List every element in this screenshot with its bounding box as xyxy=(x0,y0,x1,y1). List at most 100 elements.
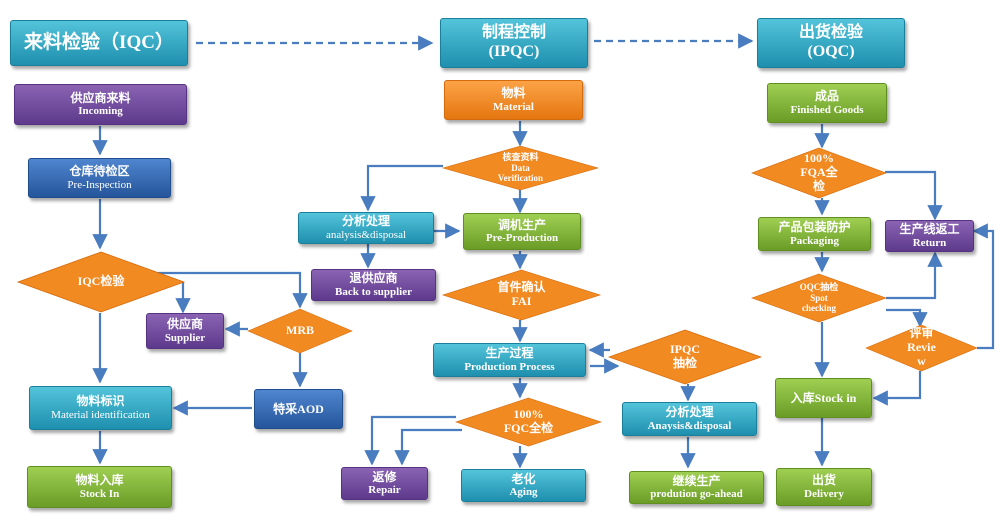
node-stock-in: 物料入库 Stock In xyxy=(27,466,172,508)
decision-fqc-label: FQC全检 xyxy=(503,421,554,435)
arrow-review-to-stockin xyxy=(872,371,922,406)
node-supplier: 供应商 Supplier xyxy=(146,313,224,349)
arrow-oqc-to-return xyxy=(886,251,943,300)
node-special-aod: 特采AOD xyxy=(254,389,343,429)
node-finished-goods-cn: 成品 xyxy=(814,89,839,104)
arrow-fqa-to-return xyxy=(885,170,943,221)
header-ipqc-en: (IPQC) xyxy=(488,43,540,60)
header-ipqc-cn: 制程控制 xyxy=(481,24,546,42)
node-material-id: 物料标识 Material identification xyxy=(29,386,172,430)
decision-oqc-spot-cn: OQC抽检 xyxy=(799,282,839,293)
node-material-id-cn: 物料标识 xyxy=(76,394,125,409)
node-pre-production: 调机生产 Pre-Production xyxy=(463,213,581,250)
node-repair-cn: 返修 xyxy=(372,469,397,484)
node-pre-inspection: 仓库待检区 Pre-Inspection xyxy=(28,158,171,198)
node-packaging-en: Packaging xyxy=(790,234,839,247)
node-go-ahead-en: prodution go-ahead xyxy=(650,488,743,501)
decision-data-verification-cn: 核查资料 xyxy=(502,152,539,163)
node-delivery: 出货 Delivery xyxy=(776,468,872,506)
node-analysis: 分析处理 analysis&disposal xyxy=(298,212,434,244)
decision-ipqc: IPQC 抽检 xyxy=(607,329,763,385)
node-go-ahead: 继续生产 prodution go-ahead xyxy=(629,471,764,504)
node-incoming: 供应商来料 Incoming xyxy=(14,84,187,125)
arrow-oqc-to-review xyxy=(886,308,928,328)
node-production-process: 生产过程 Production Process xyxy=(433,343,586,377)
node-material-id-en: Material identification xyxy=(51,408,150,421)
header-oqc-en: (OQC) xyxy=(807,43,855,60)
node-incoming-en: Incoming xyxy=(78,105,123,118)
node-aging-cn: 老化 xyxy=(511,471,536,486)
decision-ipqc-cn: 抽检 xyxy=(672,356,697,370)
header-oqc-cn: 出货检验 xyxy=(798,24,863,42)
node-aging-en: Aging xyxy=(509,486,538,499)
node-anaysis-disposal-en: Anaysis&disposal xyxy=(647,419,732,432)
node-stock-in-cn: 物料入库 xyxy=(75,473,124,488)
node-material: 物料 Material xyxy=(444,80,583,120)
node-aging: 老化 Aging xyxy=(461,469,586,502)
decision-ipqc-en: IPQC xyxy=(670,342,700,357)
node-incoming-cn: 供应商来料 xyxy=(70,90,131,105)
decision-review: 评审 Revie w xyxy=(865,324,978,372)
node-pre-inspection-en: Pre-Inspection xyxy=(67,178,132,191)
node-pre-inspection-cn: 仓库待检区 xyxy=(69,164,130,179)
decision-fqa-label2: 检 xyxy=(812,178,825,193)
node-back-to-supplier-en: Back to supplier xyxy=(334,285,412,298)
node-analysis-en: analysis&disposal xyxy=(325,228,407,241)
node-delivery-cn: 出货 xyxy=(811,473,836,488)
arrow-iqc-to-mrb xyxy=(158,271,308,309)
arrow-verification-to-analysis xyxy=(360,164,443,212)
node-stock-in-oqc-label: 入库Stock in xyxy=(790,390,857,405)
node-back-to-supplier: 退供应商 Back to supplier xyxy=(311,269,436,301)
node-stock-in-oqc: 入库Stock in xyxy=(775,378,872,418)
decision-fqa: 100% FQA全 检 xyxy=(751,147,887,199)
header-iqc-label: 来料检验（IQC） xyxy=(24,31,174,53)
arrow-fqc-to-repair-inner xyxy=(394,428,462,466)
node-repair: 返修 Repair xyxy=(341,467,428,500)
node-finished-goods-en: Finished Goods xyxy=(790,103,864,116)
arrow-fqc-to-repair xyxy=(364,415,456,466)
decision-data-verification-en1: Data xyxy=(511,162,530,173)
decision-data-verification-en2: Verification xyxy=(497,173,544,184)
decision-oqc-spot-en1: Spot xyxy=(810,292,828,303)
decision-fai-cn: 首件确认 xyxy=(497,280,546,295)
node-supplier-en: Supplier xyxy=(164,331,206,344)
decision-fqa-label: FQA全 xyxy=(800,165,838,180)
node-production-process-cn: 生产过程 xyxy=(485,346,534,361)
node-material-en: Material xyxy=(493,100,534,113)
node-repair-en: Repair xyxy=(368,484,401,497)
node-analysis-cn: 分析处理 xyxy=(341,214,390,229)
node-return-cn: 生产线返工 xyxy=(899,222,960,237)
decision-fqa-pct: 100% xyxy=(804,151,834,166)
node-packaging-cn: 产品包装防护 xyxy=(778,220,851,235)
node-finished-goods: 成品 Finished Goods xyxy=(767,83,887,123)
node-go-ahead-cn: 继续生产 xyxy=(672,473,721,488)
decision-oqc-spot-en2: checking xyxy=(801,303,836,314)
node-back-to-supplier-cn: 退供应商 xyxy=(349,271,398,286)
node-stock-in-en: Stock In xyxy=(79,487,120,500)
decision-review-en1: Revie xyxy=(907,340,936,355)
decision-review-cn: 评审 xyxy=(909,326,934,341)
decision-data-verification: 核查资料 Data Verification xyxy=(441,145,600,191)
node-delivery-en: Delivery xyxy=(804,487,844,500)
node-anaysis-disposal: 分析处理 Anaysis&disposal xyxy=(622,402,757,436)
header-ipqc: 制程控制 (IPQC) xyxy=(440,18,588,68)
node-material-cn: 物料 xyxy=(501,86,526,101)
decision-fai-en: FAI xyxy=(511,294,532,308)
node-pre-production-en: Pre-Production xyxy=(485,232,559,245)
node-return-en: Return xyxy=(912,236,947,249)
decision-oqc-spot: OQC抽检 Spot checking xyxy=(751,273,887,323)
decision-mrb-label: MRB xyxy=(286,323,314,338)
node-anaysis-disposal-cn: 分析处理 xyxy=(665,405,714,420)
decision-mrb: MRB xyxy=(247,308,353,354)
decision-fqc: 100% FQC全检 xyxy=(454,397,603,447)
node-special-aod-label: 特采AOD xyxy=(273,401,324,416)
decision-review-en2: w xyxy=(917,353,926,368)
arrow-review-to-return xyxy=(972,223,995,350)
decision-iqc-label: IQC检验 xyxy=(77,274,125,289)
header-oqc: 出货检验 (OQC) xyxy=(757,18,905,68)
node-production-process-en: Production Process xyxy=(464,360,555,373)
decision-fai: 首件确认 FAI xyxy=(441,269,602,321)
decision-fqc-pct: 100% xyxy=(513,407,544,422)
